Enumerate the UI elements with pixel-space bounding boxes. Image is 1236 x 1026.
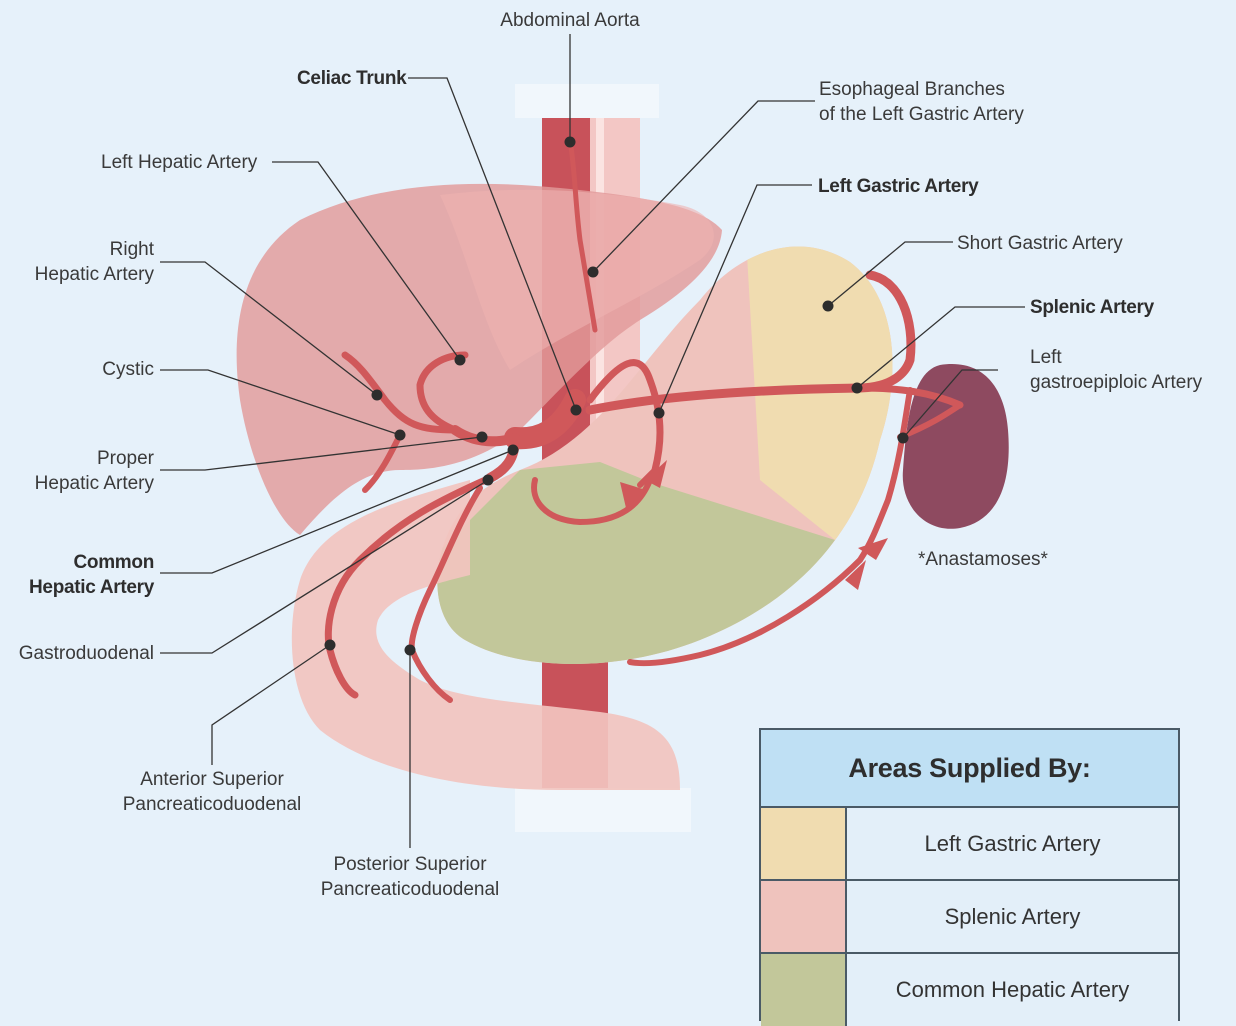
anastomoses-arrows: [620, 460, 888, 590]
label-anterior-superior-pancreaticoduodenal: Anterior Superior Pancreaticoduodenal: [102, 767, 322, 817]
legend-title: Areas Supplied By:: [761, 730, 1178, 808]
label-abdominal-aorta: Abdominal Aorta: [500, 10, 640, 31]
legend-label: Splenic Artery: [847, 881, 1178, 952]
label-gastroduodenal: Gastroduodenal: [18, 643, 154, 664]
legend-swatch-common-hepatic: [761, 954, 847, 1026]
aorta-upper-band: [515, 84, 659, 118]
label-post-sup-line2: Pancreaticoduodenal: [320, 879, 500, 900]
label-left-gep-line2: gastroepiploic Artery: [1030, 372, 1203, 393]
leader-dots: [324, 136, 909, 656]
duodenum-shape: [291, 480, 680, 790]
label-common-hepatic-artery: Common Hepatic Artery: [0, 550, 154, 600]
aorta-lower-band: [515, 788, 691, 832]
label-short-gastric-artery: Short Gastric Artery: [957, 233, 1123, 254]
label-esophageal-line2: of the Left Gastric Artery: [819, 104, 1024, 125]
legend-label: Left Gastric Artery: [847, 808, 1178, 879]
label-proper-hepatic-line1: Proper: [96, 448, 154, 469]
legend-table: Areas Supplied By: Left Gastric Artery S…: [759, 728, 1180, 1026]
label-right-hepatic-line1: Right: [109, 239, 154, 260]
legend-row: Common Hepatic Artery: [761, 954, 1178, 1026]
legend-swatch-left-gastric: [761, 808, 847, 879]
legend-swatch-splenic: [761, 881, 847, 952]
legend-row: Left Gastric Artery: [761, 808, 1178, 881]
leader-lines: [160, 34, 1025, 848]
legend-label: Common Hepatic Artery: [847, 954, 1178, 1026]
label-right-hepatic-line2: Hepatic Artery: [34, 264, 154, 285]
label-proper-hepatic-artery: Proper Hepatic Artery: [0, 446, 154, 496]
label-common-hepatic-line2: Hepatic Artery: [29, 577, 154, 598]
label-right-hepatic-artery: Right Hepatic Artery: [0, 237, 154, 287]
artery-network: [324, 137, 964, 703]
label-posterior-superior-pancreaticoduodenal: Posterior Superior Pancreaticoduodenal: [300, 852, 520, 902]
label-ant-sup-line1: Anterior Superior: [140, 769, 284, 790]
label-left-gastroepiploic-artery: Left gastroepiploic Artery: [1030, 345, 1202, 395]
label-anastomoses: *Anastamoses*: [918, 549, 1048, 570]
label-left-gep-line1: Left: [1030, 347, 1062, 368]
label-proper-hepatic-line2: Hepatic Artery: [34, 473, 154, 494]
spleen-shape: [902, 364, 1009, 529]
label-left-gastric-artery: Left Gastric Artery: [818, 176, 979, 197]
label-esophageal-line1: Esophageal Branches: [819, 79, 1005, 100]
label-splenic-artery: Splenic Artery: [1030, 297, 1154, 318]
label-esophageal-branches: Esophageal Branches of the Left Gastric …: [819, 77, 1024, 127]
label-celiac-trunk: Celiac Trunk: [297, 68, 407, 89]
label-post-sup-line1: Posterior Superior: [333, 854, 487, 875]
label-ant-sup-line2: Pancreaticoduodenal: [122, 794, 302, 815]
label-cystic: Cystic: [102, 359, 154, 380]
legend-row: Splenic Artery: [761, 881, 1178, 954]
label-common-hepatic-line1: Common: [73, 552, 154, 573]
label-left-hepatic-artery: Left Hepatic Artery: [101, 152, 258, 173]
